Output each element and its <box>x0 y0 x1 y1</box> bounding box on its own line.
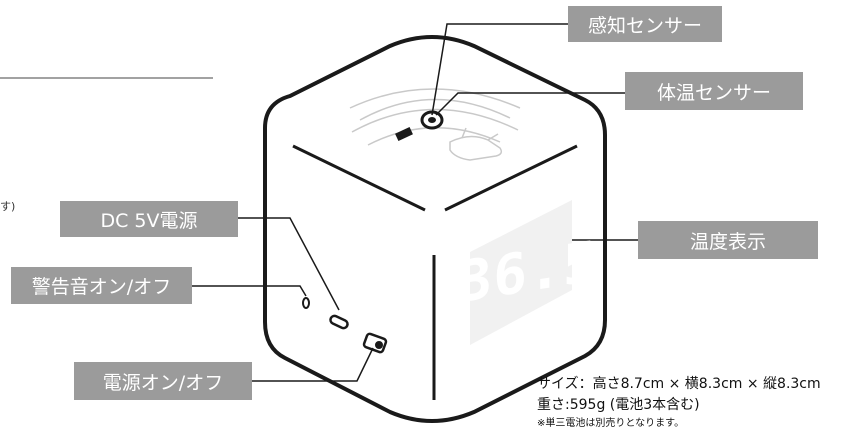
label-sensor: 感知センサー <box>568 6 722 42</box>
power-switch-knob <box>375 341 383 349</box>
dc-port <box>329 314 349 330</box>
temperature-readout: 36.5 <box>458 228 598 316</box>
spec-size: サイズ：高さ8.7cm × 横8.3cm × 縦8.3cm <box>537 376 821 392</box>
temp-sensor-center <box>428 117 436 123</box>
clipped-text: す) <box>0 200 16 213</box>
label-temp-display: 温度表示 <box>638 221 818 259</box>
motion-sensor-slot <box>395 126 413 142</box>
spec-weight: 重さ:595g (電池3本含む) <box>537 397 700 413</box>
label-alarm-toggle: 警告音オン/オフ <box>11 267 192 304</box>
cube-outline <box>263 35 607 423</box>
cube-edge-right <box>444 144 578 212</box>
label-dc-power: DC 5V電源 <box>60 201 238 237</box>
alarm-button <box>302 297 310 309</box>
spec-note: ※単三電池は別売りとなります。 <box>537 418 685 429</box>
label-temp-sensor: 体温センサー <box>625 72 803 110</box>
label-power-toggle: 電源オン/オフ <box>74 362 252 400</box>
cube-edge-left <box>292 144 426 212</box>
leader-lines <box>192 23 638 382</box>
hand-icon <box>449 127 503 161</box>
display-panel <box>470 200 572 345</box>
